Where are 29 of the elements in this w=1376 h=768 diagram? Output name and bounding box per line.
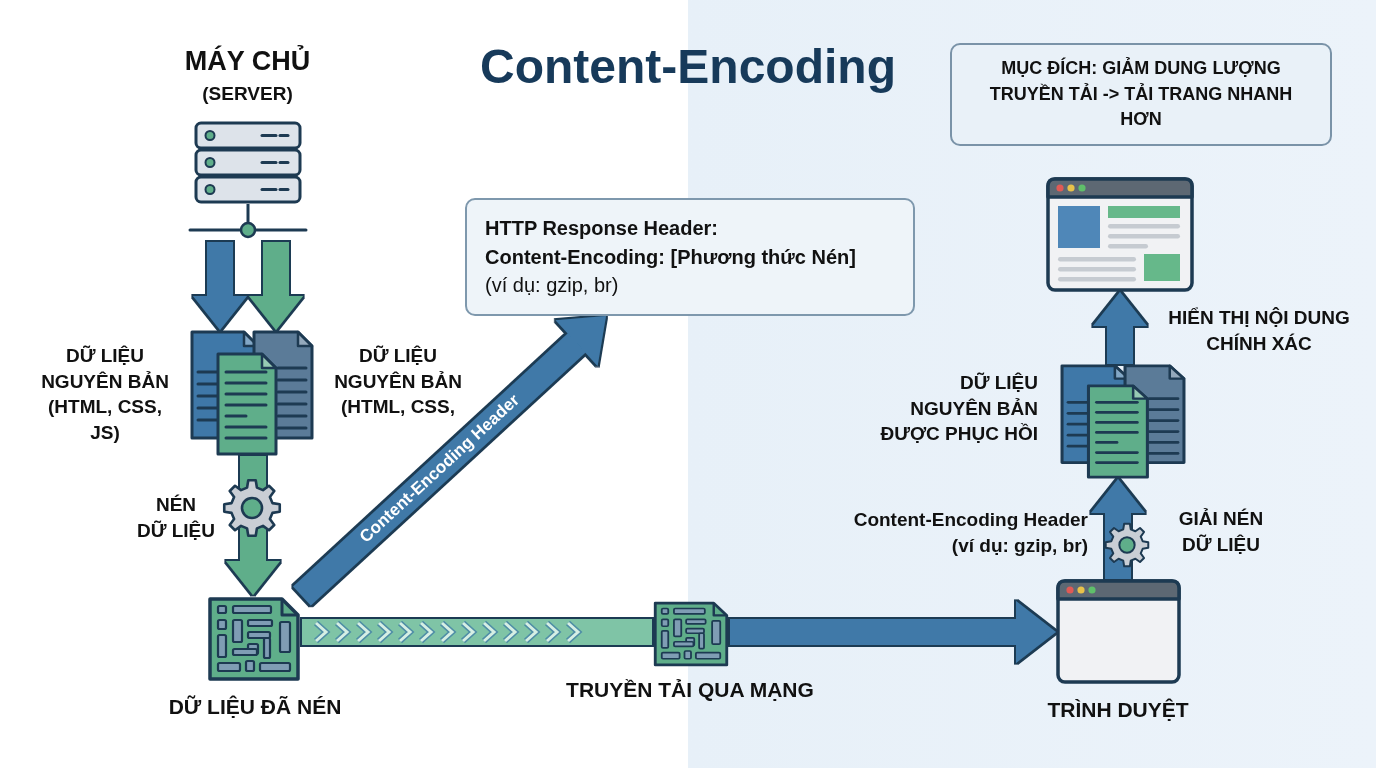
documents-icon: [1060, 364, 1186, 479]
example-text: (ví dụ: gzip, br): [485, 273, 620, 299]
browser-window-icon: [1056, 579, 1181, 684]
node-label: TRÌNH DUYỆT: [1046, 697, 1190, 723]
arrow: [1093, 292, 1147, 364]
arrow: [1091, 479, 1145, 579]
annotation-text: Content-Encoding Header (ví dụ: gzip, br): [852, 508, 1088, 558]
node-label: DỮ LIỆU NGUYÊN BẢN (HTML, CSS,: [333, 344, 463, 420]
note-box: [950, 43, 1332, 146]
edge-label: HIỂN THỊ NỘI DUNG CHÍNH XÁC: [1167, 306, 1351, 356]
documents-icon: [190, 330, 314, 456]
node-label: DỮ LIỆU ĐÃ NÉN: [167, 694, 343, 720]
web-page-icon: [1046, 177, 1194, 292]
arrow: [193, 242, 247, 330]
node-label: TRUYỀN TẢI QUA MẠNG: [565, 677, 815, 703]
title: Content-Encoding: [479, 39, 897, 95]
arrow: [730, 601, 1056, 663]
info-box: [465, 198, 915, 316]
node-label: (SERVER): [201, 83, 294, 106]
edge-label: GIẢI NÉN DỮ LIỆU: [1177, 507, 1265, 557]
compressed-file-icon: [206, 595, 302, 683]
node-label: DỮ LIỆU NGUYÊN BẢN (HTML, CSS, JS): [40, 344, 170, 445]
node-label: DỮ LIỆU NGUYÊN BẢN ĐƯỢC PHỤC HỒI: [879, 371, 1038, 447]
compressed-file-icon: [652, 600, 730, 668]
arrow: [226, 456, 280, 595]
edge-label: NÉN DỮ LIỆU: [135, 493, 216, 543]
arrow: [249, 242, 303, 330]
node-label: MÁY CHỦ: [183, 46, 312, 78]
purpose-text: MỤC ĐÍCH: GIẢM DUNG LƯỢNG TRUYỀN TẢI -> TẢI TRANG NHANH HƠN: [988, 56, 1294, 132]
